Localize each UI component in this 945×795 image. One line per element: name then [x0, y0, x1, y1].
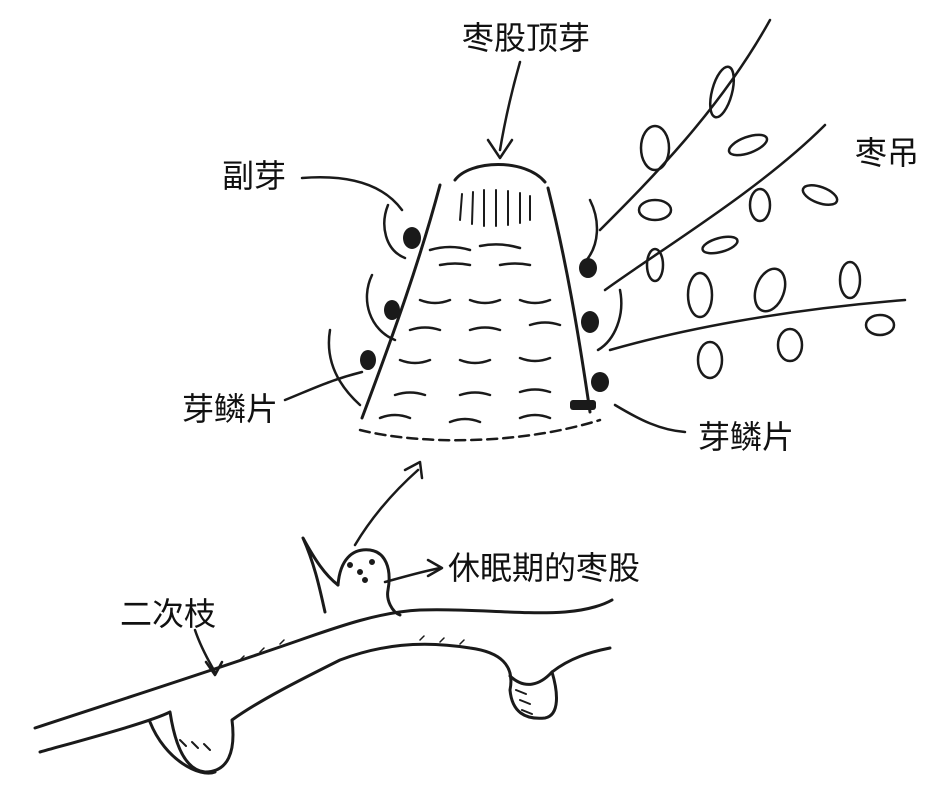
bud-scale-drawing: [327, 198, 623, 407]
spur-cone-drawing: [358, 163, 602, 442]
label-jujube-hanger: 枣吊: [855, 134, 920, 172]
label-secondary-branch: 二次枝: [120, 595, 217, 633]
label-bud-scale-right: 芽鳞片: [698, 418, 795, 456]
label-terminal-bud: 枣股顶芽: [462, 19, 591, 57]
label-bud-scale-left: 芽鳞片: [182, 390, 279, 428]
jujube-hanger-drawing: [598, 18, 907, 380]
secondary-branch-drawing: [33, 536, 614, 775]
accessory-bud-dots: [360, 227, 609, 410]
label-dormant-spur: 休眠期的枣股: [448, 549, 641, 587]
leader-lines: [193, 60, 687, 677]
label-accessory-bud: 副芽: [222, 157, 287, 195]
